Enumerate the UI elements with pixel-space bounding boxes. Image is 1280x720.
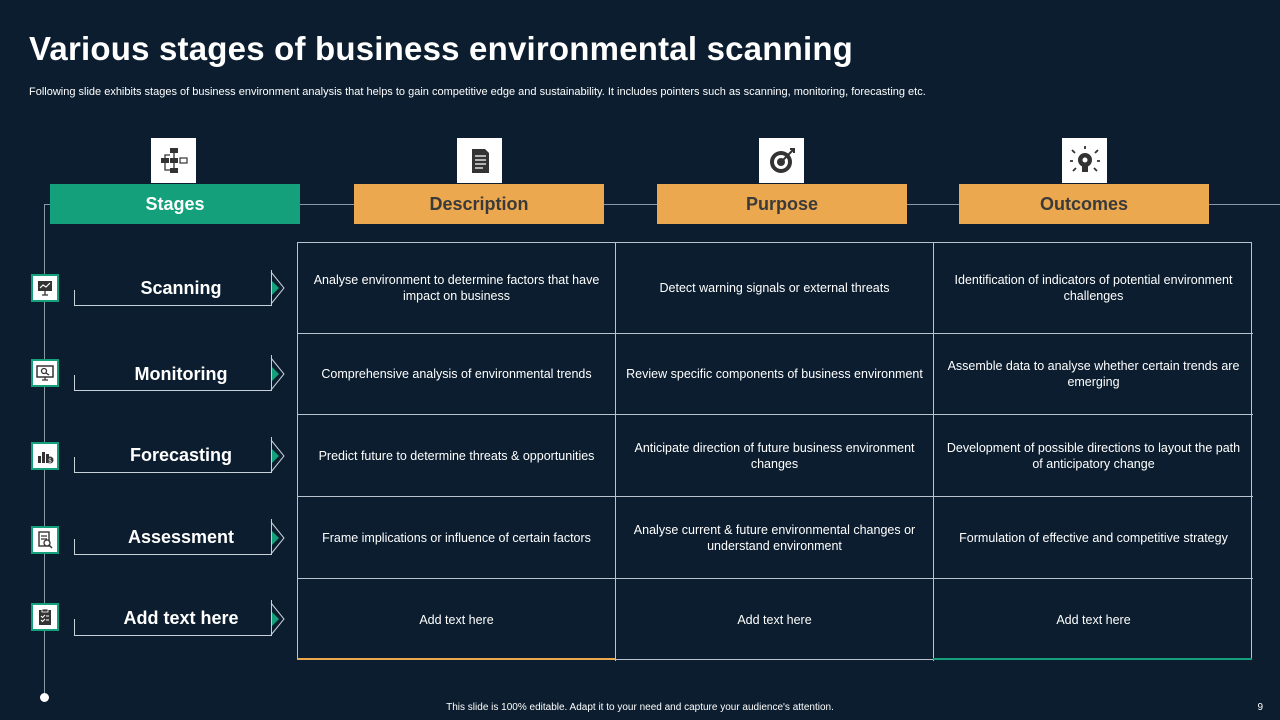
table-cell: Identification of indicators of potentia…	[934, 243, 1253, 334]
table-cell: Frame implications or influence of certa…	[298, 497, 616, 579]
chevron-right-icon	[270, 521, 285, 555]
table-accent-orange	[297, 658, 615, 660]
stage-bracket	[74, 355, 272, 391]
monitor-icon	[31, 359, 59, 387]
svg-text:$: $	[48, 458, 52, 465]
stage-bracket	[74, 519, 272, 555]
timeline-end-dot	[40, 693, 49, 702]
table-cell: Development of possible directions to la…	[934, 415, 1253, 497]
slide-title: Various stages of business environmental…	[29, 30, 854, 67]
table-cell: Analyse current & future environmental c…	[616, 497, 934, 579]
header-stages: Stages	[50, 184, 300, 224]
page-number: 9	[1257, 702, 1263, 713]
table-cell: Anticipate direction of future business …	[616, 415, 934, 497]
document-icon	[457, 138, 502, 183]
chevron-right-icon	[270, 357, 285, 391]
header-description: Description	[354, 184, 604, 224]
table-cell: Add text here	[298, 579, 616, 661]
slide-footer: This slide is 100% editable. Adapt it to…	[446, 702, 834, 713]
header-outcomes: Outcomes	[959, 184, 1209, 224]
table-cell: Comprehensive analysis of environmental …	[298, 334, 616, 415]
table-accent-green	[933, 658, 1252, 660]
table-cell: Formulation of effective and competitive…	[934, 497, 1253, 579]
stages-table: Analyse environment to determine factors…	[297, 242, 1253, 661]
stage-label-assessment: Assessment	[127, 527, 235, 547]
report-search-icon	[31, 526, 59, 554]
chevron-right-icon	[270, 271, 285, 305]
table-cell: Detect warning signals or external threa…	[616, 243, 934, 334]
table-cell: Review specific components of business e…	[616, 334, 934, 415]
target-icon	[759, 138, 804, 183]
table-cell: Assemble data to analyse whether certain…	[934, 334, 1253, 415]
stage-bracket-line	[74, 375, 75, 391]
stage-label-monitoring: Monitoring	[134, 364, 228, 384]
stage-bracket-line	[74, 290, 75, 306]
stage-label-forecasting: Forecasting	[129, 445, 233, 465]
stage-bracket	[74, 600, 272, 636]
chevron-right-icon	[270, 602, 285, 636]
slide-subtitle: Following slide exhibits stages of busin…	[29, 86, 926, 98]
table-cell: Predict future to determine threats & op…	[298, 415, 616, 497]
stage-bracket-line	[74, 539, 75, 555]
flowchart-icon	[151, 138, 196, 183]
stage-label-add-text: Add text here	[123, 608, 239, 628]
stage-bracket-line	[74, 457, 75, 473]
chevron-right-icon	[270, 439, 285, 473]
header-purpose: Purpose	[657, 184, 907, 224]
idea-gear-icon	[1062, 138, 1107, 183]
stage-bracket	[74, 437, 272, 473]
chart-coin-icon: $	[31, 442, 59, 470]
table-cell: Add text here	[1056, 613, 1131, 627]
checklist-icon	[31, 603, 59, 631]
stage-bracket-line	[74, 619, 75, 635]
table-cell: Analyse environment to determine factors…	[298, 243, 616, 334]
stage-bracket	[74, 270, 272, 306]
table-cell: Add text here	[616, 579, 934, 661]
stage-label-scanning: Scanning	[140, 278, 222, 298]
presentation-icon	[31, 274, 59, 302]
